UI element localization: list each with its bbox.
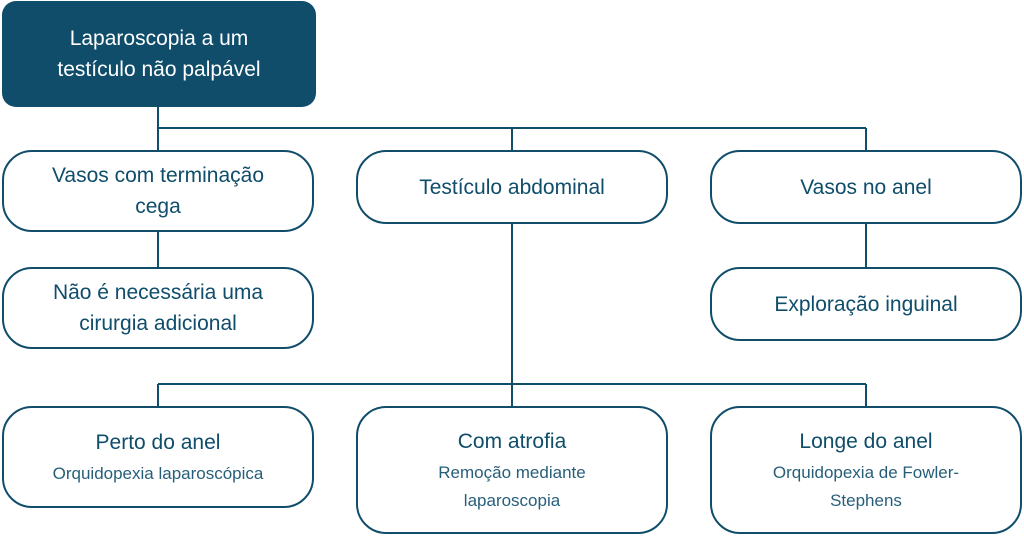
node-vasos-no-anel-label: Vasos no anel bbox=[800, 175, 932, 199]
node-testiculo-abdominal-label: Testículo abdominal bbox=[419, 175, 605, 199]
node-exploracao-inguinal-label: Exploração inguinal bbox=[774, 292, 958, 316]
node-longe-do-anel-label: Longe do anel bbox=[799, 429, 933, 453]
node-perto-do-anel: Perto do anel Orquidopexia laparoscópica bbox=[2, 406, 314, 508]
root-node: Laparoscopia a um testículo não palpável bbox=[2, 1, 316, 107]
node-vasos-terminacao-cega-label: Vasos com terminação cega bbox=[51, 164, 265, 218]
node-vasos-terminacao-cega: Vasos com terminação cega bbox=[2, 150, 314, 232]
root-label: Laparoscopia a um testículo não palpável bbox=[57, 27, 261, 81]
node-nao-necessaria-cirurgia-label: Não é necessária uma cirurgia adicional bbox=[52, 281, 264, 335]
node-vasos-no-anel: Vasos no anel bbox=[710, 150, 1022, 224]
node-exploracao-inguinal: Exploração inguinal bbox=[710, 267, 1022, 341]
node-testiculo-abdominal: Testículo abdominal bbox=[356, 150, 668, 224]
node-com-atrofia: Com atrofia Remoção mediante laparoscopi… bbox=[356, 406, 668, 534]
node-longe-do-anel: Longe do anel Orquidopexia de Fowler-Ste… bbox=[710, 406, 1022, 534]
node-longe-do-anel-detail: Orquidopexia de Fowler-Stephens bbox=[772, 462, 960, 510]
node-perto-do-anel-detail: Orquidopexia laparoscópica bbox=[52, 463, 264, 483]
node-perto-do-anel-label: Perto do anel bbox=[95, 430, 221, 454]
node-com-atrofia-detail: Remoção mediante laparoscopia bbox=[438, 462, 586, 510]
node-com-atrofia-label: Com atrofia bbox=[457, 429, 567, 453]
node-nao-necessaria-cirurgia: Não é necessária uma cirurgia adicional bbox=[2, 267, 314, 349]
